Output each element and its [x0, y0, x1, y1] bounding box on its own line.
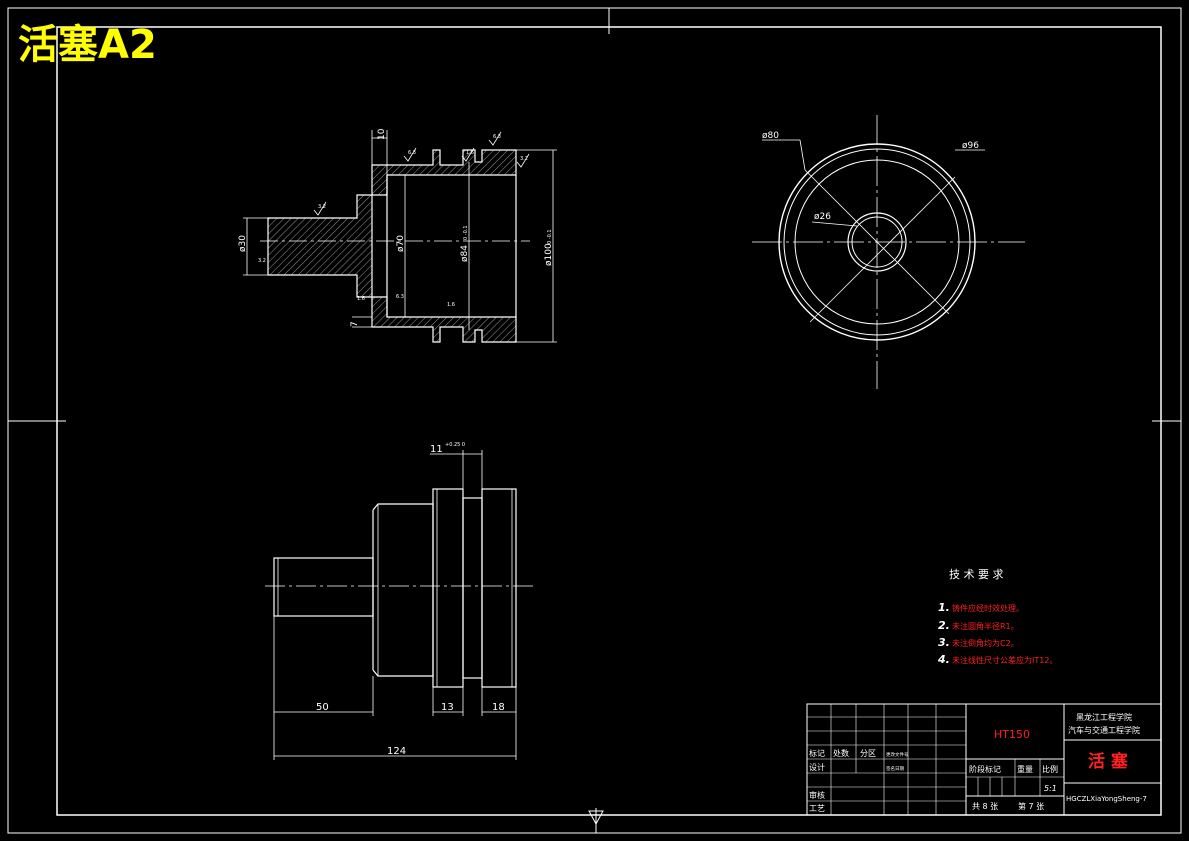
- dim-len-18: 18: [492, 702, 505, 713]
- tech-req-2-num: 2.: [938, 619, 950, 632]
- tb-sign-date: 签名日期: [886, 765, 904, 772]
- tb-change-doc: 更改文件号: [886, 751, 909, 758]
- dim-d84: ø84: [460, 245, 470, 262]
- tech-requirements: 技 术 要 求 1. 铸件应经时效处理。 2. 未注圆角半径R1。 3. 未注倒…: [937, 568, 1057, 666]
- tb-mark: 标记: [809, 748, 825, 758]
- dim-d70: ø70: [396, 235, 406, 252]
- tb-stage-mark: 阶段标记: [969, 764, 1001, 774]
- tech-req-3-text: 未注倒角均为C2。: [952, 638, 1019, 648]
- sheet-title: 活塞A2: [18, 22, 157, 68]
- dim-len-50: 50: [316, 702, 329, 713]
- tech-req-3-num: 3.: [938, 636, 950, 649]
- tech-req-heading: 技 术 要 求: [949, 568, 1004, 581]
- tb-school-line2: 汽车与交通工程学院: [1068, 725, 1140, 735]
- tb-process: 工艺: [809, 804, 825, 813]
- dim-d100-tol: 0 -0.1: [547, 229, 553, 244]
- end-view: [752, 115, 1025, 389]
- tb-zone: 分区: [860, 749, 876, 758]
- front-view: [265, 450, 535, 760]
- roughness-marks: 3.2 6.3 1.6 6.3 3.2 3.2 1.6 6.3 1.6: [258, 134, 528, 308]
- roughness-r3: 1.6: [466, 150, 474, 156]
- dim-groove-11-tol: +0.25 0: [445, 442, 465, 448]
- dim-d30: ø30: [238, 235, 248, 252]
- sheet-frame: [7, 7, 1182, 834]
- roughness-r1: 3.2: [318, 204, 326, 210]
- tb-drawing-no: HGCZLXiaYongSheng-7: [1066, 795, 1147, 803]
- tech-req-1-text: 铸件应经时效处理。: [952, 603, 1024, 613]
- dim-d100: ø100: [544, 243, 554, 266]
- tb-sheet-no: 第 7 张: [1018, 801, 1044, 811]
- roughness-r8: 6.3: [396, 294, 404, 300]
- tb-part-name: 活 塞: [1088, 751, 1129, 772]
- dim-len-13: 13: [441, 702, 454, 713]
- tech-req-4-num: 4.: [937, 653, 950, 666]
- dim-d80: ø80: [762, 131, 779, 141]
- title-block: [806, 703, 1162, 816]
- roughness-r9: 1.6: [447, 302, 455, 308]
- tech-req-4-text: 未注线性尺寸公差应为IT12。: [952, 655, 1057, 665]
- tb-sheets: 共 8 张: [972, 802, 998, 811]
- dim-d84-tol: 0 -0.1: [463, 225, 469, 240]
- dim-groove-11: 11: [430, 444, 443, 455]
- dim-len-124: 124: [387, 746, 406, 757]
- tb-scale-label: 比例: [1042, 764, 1058, 774]
- dim-d96: ø96: [962, 141, 979, 151]
- tb-scale-value: 5:1: [1044, 784, 1057, 793]
- tb-material: HT150: [994, 728, 1030, 741]
- roughness-r5: 3.2: [520, 156, 528, 162]
- roughness-r4: 6.3: [493, 134, 501, 140]
- tb-review: 审核: [809, 790, 825, 800]
- tb-count: 处数: [833, 748, 849, 758]
- dim-d26: ø26: [814, 212, 831, 222]
- tech-req-2-text: 未注圆角半径R1。: [952, 621, 1019, 631]
- tb-design: 设计: [809, 762, 825, 772]
- tb-school-line1: 黑龙江工程学院: [1076, 712, 1132, 722]
- tech-req-1-num: 1.: [938, 601, 950, 614]
- tb-weight: 重量: [1017, 764, 1033, 774]
- section-view: [243, 130, 557, 343]
- roughness-r2: 6.3: [408, 150, 416, 156]
- dim-gap-7: 7: [350, 321, 360, 327]
- dim-gap-10: 10: [377, 128, 387, 140]
- roughness-r6: 3.2: [258, 258, 266, 264]
- roughness-r7: 1.6: [357, 296, 365, 302]
